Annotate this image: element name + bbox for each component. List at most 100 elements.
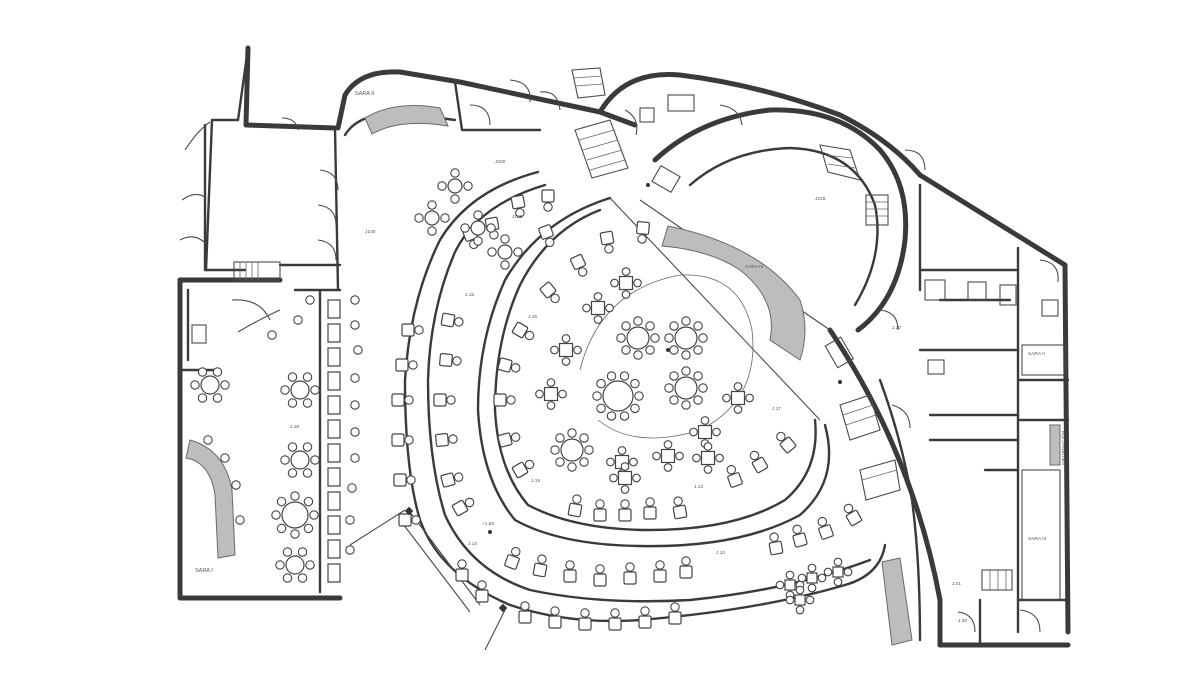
chair: [689, 427, 698, 437]
label-j17: J.17: [772, 406, 781, 412]
chair: [477, 580, 487, 590]
chair: [290, 491, 300, 501]
table-with-chair: [593, 499, 607, 522]
chair: [303, 496, 314, 507]
chair: [693, 371, 703, 381]
label-j18: J.18: [290, 424, 299, 430]
chair: [524, 330, 535, 341]
square-table-group: [692, 442, 724, 474]
chair: [350, 453, 360, 463]
small-table: [818, 524, 834, 540]
hall-inner-ring: [476, 196, 831, 548]
round-table: [497, 244, 513, 260]
bar-stool-table: [327, 371, 341, 391]
chair: [669, 345, 679, 355]
chair: [464, 497, 475, 508]
chair: [633, 350, 643, 360]
small-table: [541, 189, 555, 203]
left-wall: [204, 46, 250, 272]
chair: [797, 573, 807, 583]
chair: [634, 391, 644, 401]
chair: [453, 472, 464, 482]
bars: [185, 105, 1061, 646]
small-table: [395, 358, 409, 372]
chair: [700, 416, 710, 425]
chair: [487, 247, 497, 257]
small-table: [518, 610, 532, 624]
chair: [427, 226, 437, 236]
chair: [506, 395, 516, 405]
chair: [406, 475, 416, 485]
chair: [220, 380, 230, 390]
small-table: [548, 615, 562, 629]
table-with-chair: [608, 608, 622, 631]
small-table: [792, 532, 808, 548]
table-with-chair: [440, 472, 464, 488]
table-with-chair: [493, 393, 516, 407]
chair: [271, 510, 281, 520]
chair: [693, 345, 703, 355]
bar-stool-table: [327, 347, 341, 367]
chair: [450, 168, 460, 178]
table-with-chair: [776, 431, 797, 454]
chair: [511, 546, 521, 557]
chair: [408, 360, 418, 370]
chair: [203, 435, 213, 445]
chair: [817, 573, 827, 583]
chair: [655, 560, 665, 570]
table-with-chair: [435, 433, 458, 447]
label-j125: J125: [512, 214, 523, 220]
label-j100: J100: [365, 229, 376, 235]
bar-stage: [661, 225, 806, 361]
chair: [579, 433, 589, 443]
chair: [610, 608, 620, 618]
round-table: [290, 380, 310, 400]
small-table: [608, 617, 622, 631]
table-with-chair: [455, 559, 469, 582]
walls: [177, 45, 1071, 651]
small-table: [493, 393, 507, 407]
chair: [681, 350, 691, 360]
chair: [843, 503, 854, 514]
label-j16: J.16: [528, 314, 537, 320]
small-table: [401, 323, 415, 337]
small-table: [643, 506, 657, 520]
chair: [580, 608, 590, 618]
chair: [833, 557, 843, 567]
small-table: [435, 433, 449, 447]
chair: [593, 292, 603, 301]
chair: [703, 442, 713, 451]
small-table: [510, 194, 526, 210]
label-j20: J.20: [892, 325, 901, 331]
square-table: [660, 448, 676, 464]
chair: [427, 200, 437, 210]
small-table: [391, 393, 405, 407]
chair: [302, 468, 313, 478]
chair: [650, 333, 660, 343]
chair: [692, 453, 701, 463]
chair: [350, 295, 360, 305]
chair: [411, 515, 421, 525]
chair: [606, 371, 617, 381]
chair: [621, 267, 631, 276]
chair: [745, 393, 754, 403]
table-with-chair: [567, 494, 583, 518]
label-plus150: +1.50: [482, 521, 494, 527]
chair: [620, 499, 630, 509]
chair: [629, 457, 638, 467]
curved-south-east-wall: [827, 327, 943, 648]
chair: [220, 453, 230, 463]
table-with-chair: [401, 323, 424, 337]
furniture: [190, 168, 863, 631]
table-with-chair: [636, 221, 650, 244]
chair: [446, 395, 456, 405]
doors: [231, 79, 1059, 633]
chair: [733, 382, 743, 391]
round-table: [290, 450, 310, 470]
chair: [350, 373, 360, 383]
small-table: [768, 540, 784, 556]
chair: [805, 595, 815, 605]
chair: [513, 247, 523, 257]
chair: [565, 560, 575, 570]
